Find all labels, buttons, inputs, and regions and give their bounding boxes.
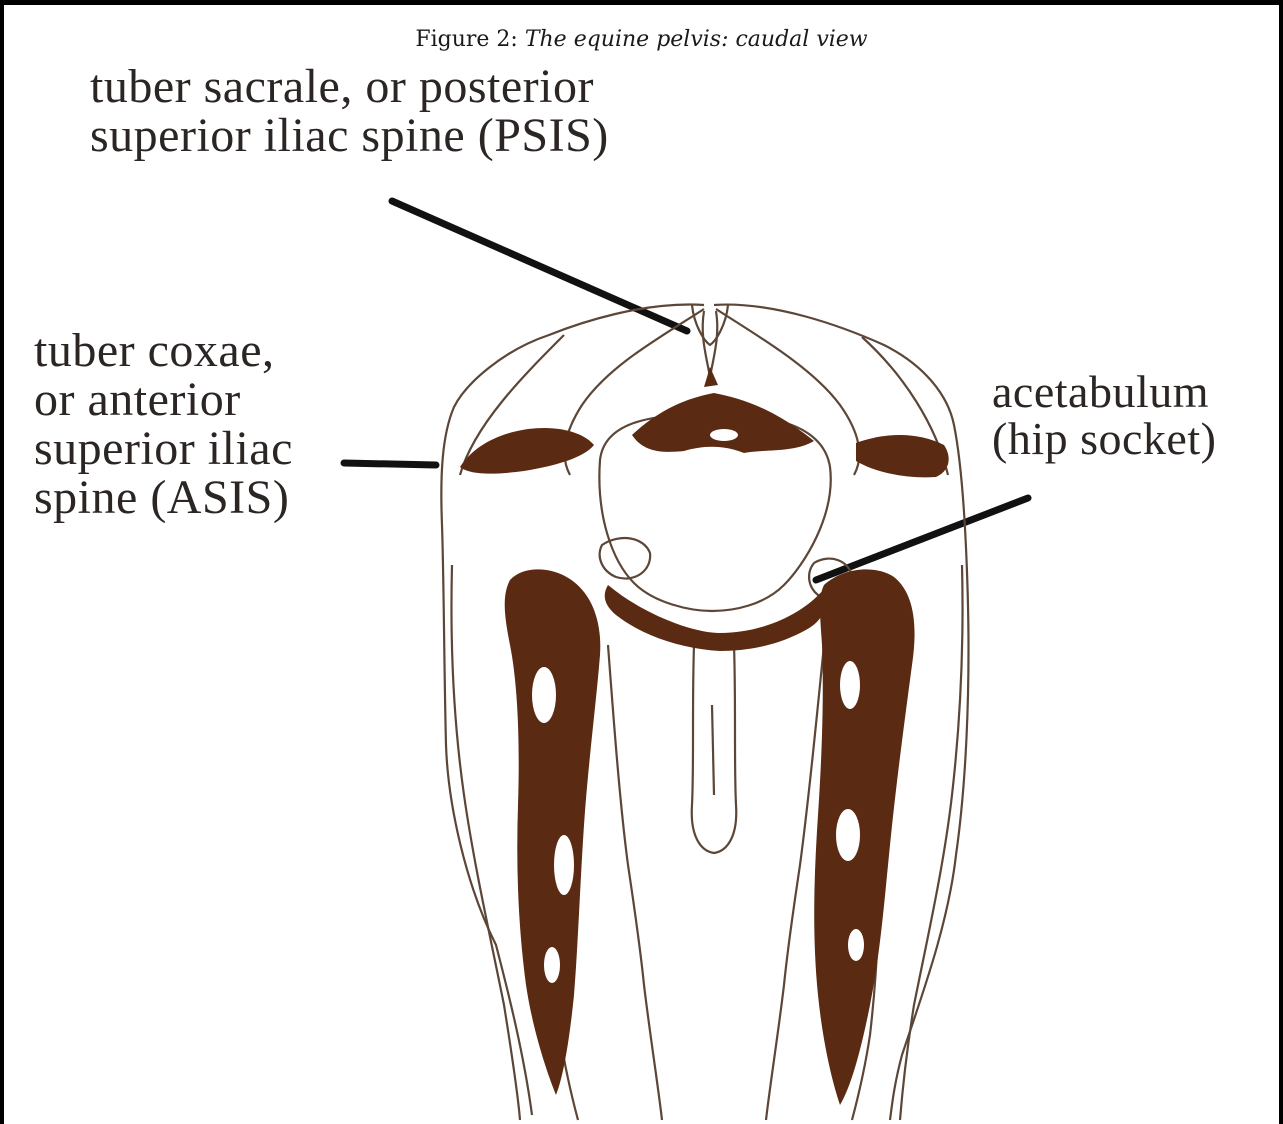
pelvis-illustration bbox=[4, 5, 1279, 1124]
asis-leader-line bbox=[344, 463, 436, 465]
psis-label: tuber sacrale, or posterior superior ili… bbox=[90, 63, 609, 161]
asis-label: tuber coxae, or anterior superior iliac … bbox=[34, 327, 293, 523]
psis-leader-line bbox=[392, 201, 687, 331]
acetabulum-label: acetabulum (hip socket) bbox=[992, 369, 1216, 463]
bone-shading bbox=[460, 367, 949, 1105]
